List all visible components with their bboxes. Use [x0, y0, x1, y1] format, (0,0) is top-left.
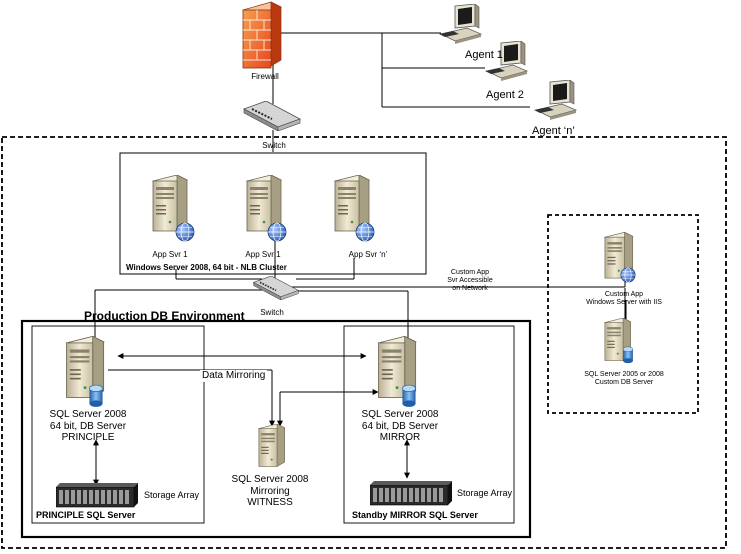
computer-icon	[533, 80, 577, 120]
server-icon	[334, 175, 370, 232]
switch-icon	[252, 276, 300, 300]
database-icon	[89, 384, 103, 408]
mirror-box-title: Standby MIRROR SQL Server	[352, 510, 478, 520]
mirror-storage-label: Storage Array	[457, 488, 513, 498]
database-icon	[402, 384, 416, 408]
production-db-title: Production DB Environment	[84, 309, 245, 323]
storage-array-icon	[56, 483, 138, 508]
agent-2-label: Agent 2	[486, 89, 524, 101]
connections	[94, 32, 626, 345]
data-mirroring-label: Data Mirroring	[200, 370, 268, 382]
firewall-label: Firewall	[251, 72, 279, 81]
globe-icon	[267, 222, 287, 242]
app-server-1-label: App Svr 1	[152, 250, 188, 259]
cluster-title: Windows Server 2008, 64 bit - NLB Cluste…	[126, 263, 287, 272]
switch-icon	[243, 101, 301, 131]
server-icon	[246, 175, 282, 232]
computer-icon	[438, 4, 482, 44]
globe-icon	[175, 222, 195, 242]
database-icon	[622, 346, 634, 364]
principle-box	[31, 325, 205, 524]
app-server-2-label: App Svr 1	[245, 250, 281, 259]
switch-top-label: Switch	[262, 141, 286, 150]
mirror-box	[343, 325, 515, 524]
custom-app-link-label: Custom App Svr Accessible on Network	[447, 269, 493, 293]
server-icon	[152, 175, 188, 232]
custom-app-boundary	[547, 214, 699, 414]
app-server-n-label: App Svr ‘n’	[348, 250, 388, 259]
agent-n-label: Agent ‘n’	[532, 125, 575, 137]
custom-app-server-label: Custom App Windows Server with IIS	[586, 291, 662, 307]
storage-array-icon	[370, 481, 452, 506]
globe-icon	[620, 267, 636, 283]
agent-1-label: Agent 1	[465, 49, 503, 61]
server-icon	[258, 424, 286, 467]
network-boundary	[1, 136, 727, 549]
mirror-server-label: SQL Server 2008 64 bit, DB Server MIRROR	[361, 409, 439, 443]
firewall-icon	[242, 1, 282, 69]
custom-db-server-label: SQL Server 2005 or 2008 Custom DB Server	[584, 371, 664, 387]
nlb-cluster-box	[119, 152, 427, 275]
principle-box-title: PRINCIPLE SQL Server	[36, 510, 136, 520]
principle-server-label: SQL Server 2008 64 bit, DB Server PRINCI…	[49, 409, 127, 443]
switch-bottom-label: Switch	[260, 308, 284, 317]
globe-icon	[355, 222, 375, 242]
witness-label: SQL Server 2008 Mirroring WITNESS	[231, 474, 309, 508]
principle-storage-label: Storage Array	[144, 490, 200, 500]
production-db-box	[20, 319, 532, 539]
